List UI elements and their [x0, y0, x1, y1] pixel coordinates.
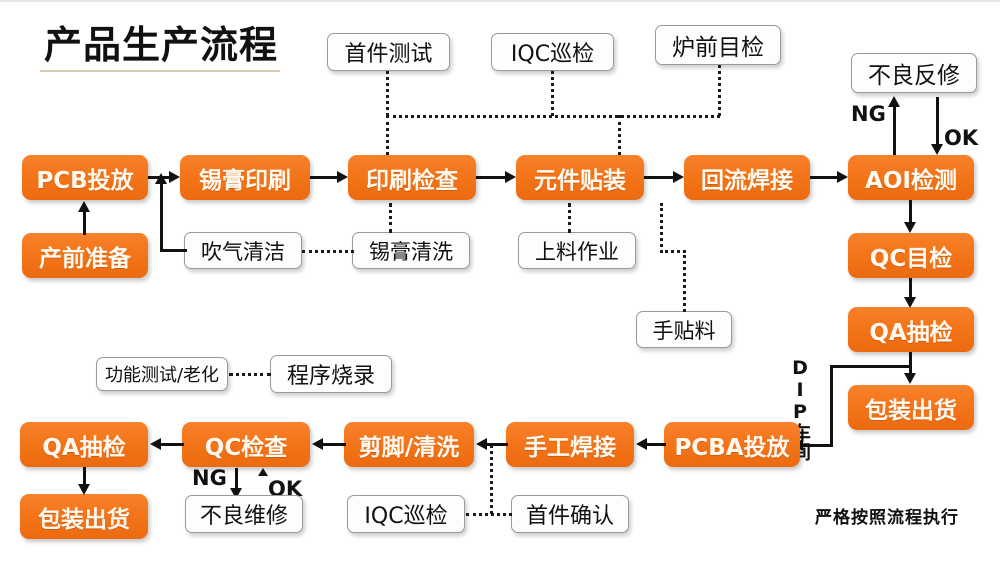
process-pcb-in[interactable]: PCB投放 [22, 155, 148, 200]
dotted-bus-to-print-check [386, 115, 389, 155]
arrow-head-print-to-check [337, 171, 348, 183]
label-ng-aoi: NG [851, 102, 886, 126]
dotted-handplace-jog [660, 250, 686, 253]
process-smt-mount[interactable]: 元件贴装 [516, 155, 644, 200]
dotted-firstconfirm-to-handsolder [490, 445, 493, 514]
arrow-line-cut-to-qccheck [322, 443, 346, 446]
dotted-drop-fai-test [386, 71, 389, 116]
arrow-head-aoi-ng [888, 96, 900, 107]
process-hand-solder[interactable]: 手工焊接 [506, 422, 634, 467]
line-aoi-ng [893, 105, 896, 155]
dotted-air-to-paste [302, 250, 354, 253]
top-divider [0, 0, 1000, 2]
arrow-line-prep-to-pcb [83, 210, 86, 235]
note-prog-burn[interactable]: 程序烧录 [270, 355, 392, 393]
dotted-drop-furnace-visual [718, 65, 721, 116]
note-func-burn[interactable]: 功能测试/老化 [96, 357, 228, 391]
footer-note: 严格按照流程执行 [815, 508, 959, 528]
page-title: 产品生产流程 [44, 23, 279, 67]
label-ng-qccheck: NG [192, 466, 227, 490]
process-pack-ship-1[interactable]: 包装出货 [848, 385, 974, 430]
process-print-check[interactable]: 印刷检查 [348, 155, 476, 200]
note-paste-clean[interactable]: 锡膏清洗 [352, 232, 470, 269]
process-qc-check[interactable]: QC检查 [182, 422, 310, 467]
line-aoi-to-qcvisual [909, 200, 912, 223]
arrow-head-smt-to-reflow [673, 171, 684, 183]
process-solder-print[interactable]: 锡膏印刷 [180, 155, 310, 200]
note-first-confirm[interactable]: 首件确认 [511, 495, 629, 533]
note-hand-place[interactable]: 手贴料 [636, 311, 732, 348]
arrow-head-qccheck-ok [258, 468, 268, 476]
arrow-line-reflow-to-aoi [810, 176, 838, 179]
arrow-head-air-clean [155, 173, 167, 184]
arrow-head-pcba-to-hand [636, 438, 647, 450]
arrow-head-cut-to-qccheck [312, 438, 323, 450]
note-bad-repair[interactable]: 不良维修 [185, 495, 303, 533]
note-iqc-patrol-2[interactable]: IQC巡检 [347, 495, 465, 533]
note-iqc-patrol-1[interactable]: IQC巡检 [491, 33, 614, 71]
arrow-line-check-to-smt [476, 176, 506, 179]
dotted-func-to-prog [229, 373, 271, 376]
process-pre-prep[interactable]: 产前准备 [22, 233, 148, 278]
arrow-head-qa2-to-pack2 [78, 484, 90, 495]
dotted-feeding-to-smt [568, 203, 571, 233]
note-furnace-visual[interactable]: 炉前目检 [655, 25, 781, 65]
process-cut-clean[interactable]: 剪脚/清洗 [344, 422, 474, 467]
arrow-line-print-to-check [310, 176, 338, 179]
arrow-line-smt-to-reflow [644, 176, 674, 179]
dotted-paste-to-check [389, 203, 392, 233]
arrow-head-reflow-to-aoi [837, 171, 848, 183]
arrow-head-hand-to-cut [476, 438, 487, 450]
process-reflow[interactable]: 回流焊接 [684, 155, 810, 200]
arrow-line-pcba-to-hand [646, 443, 666, 446]
note-air-clean[interactable]: 吹气清洁 [184, 232, 302, 269]
process-pcba-in[interactable]: PCBA投放 [664, 422, 800, 467]
process-qc-visual[interactable]: QC目检 [848, 233, 974, 278]
arrow-head-aoi-to-qcvisual [904, 222, 916, 233]
arrow-head-qcvisual-to-qa1 [904, 297, 916, 308]
title-underline [40, 70, 280, 72]
arrow-head-qa1-to-pack1 [904, 373, 916, 384]
arrow-head-prep-to-pcb [78, 201, 90, 212]
arrow-head-aoi-ok [931, 144, 943, 155]
label-ok-aoi: OK [944, 126, 979, 150]
arrow-head-check-to-smt [505, 171, 516, 183]
arrow-line-qccheck-to-qa2 [160, 443, 184, 446]
line-qcvisual-to-qa1 [909, 278, 912, 298]
line-dip-down [830, 365, 833, 447]
line-qa1-to-pack1 [909, 352, 912, 374]
dotted-handplace-up-1 [683, 250, 686, 312]
note-fai-test[interactable]: 首件测试 [327, 33, 450, 71]
line-qccheck-ng [235, 468, 238, 490]
line-dip-bottom [801, 444, 833, 447]
arrow-head-pcb-to-print [169, 171, 180, 183]
line-dip-top [830, 365, 911, 368]
arrow-line-hand-to-cut [486, 443, 508, 446]
note-feeding[interactable]: 上料作业 [518, 232, 636, 269]
process-qa-sample-1[interactable]: QA抽检 [848, 307, 974, 352]
line-air-clean-up [160, 182, 163, 252]
line-air-clean-left [160, 249, 187, 252]
process-pack-ship-2[interactable]: 包装出货 [20, 494, 148, 539]
dotted-bus-to-smt [618, 115, 621, 155]
arrow-line-qa2-to-pack2 [83, 467, 86, 485]
arrow-head-qccheck-ng [230, 488, 242, 499]
note-rework[interactable]: 不良反修 [851, 53, 977, 93]
dotted-drop-iqc-patrol-1 [551, 71, 554, 116]
process-qa-sample-2[interactable]: QA抽检 [20, 422, 148, 467]
dotted-iqc2-to-firstconfirm [466, 513, 512, 516]
arrow-head-qccheck-to-qa2 [150, 438, 161, 450]
dotted-handplace-up-2 [660, 203, 663, 253]
process-aoi[interactable]: AOI检测 [848, 155, 974, 200]
line-aoi-ok [936, 97, 939, 145]
dotted-bus-top [386, 115, 720, 118]
